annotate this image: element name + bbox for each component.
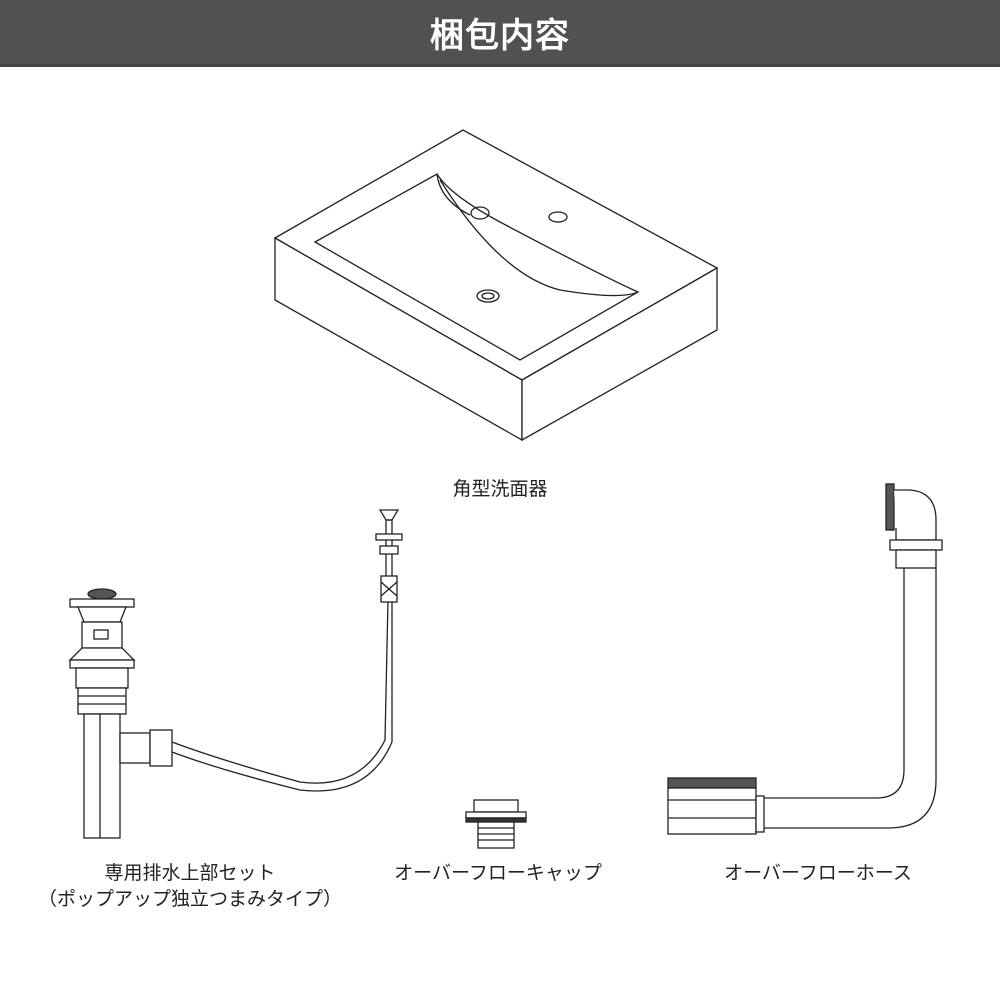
basin-illustration xyxy=(273,129,719,442)
page-title: 梱包内容 xyxy=(430,15,570,56)
overflow-hose-label: オーバーフローホース xyxy=(724,862,912,884)
overflow-hose-illustration xyxy=(667,483,943,835)
drain-set-name: 専用排水上部セット xyxy=(104,862,276,884)
overflow-cap-label: オーバーフローキャップ xyxy=(394,862,602,884)
basin-label: 角型洗面器 xyxy=(452,478,548,500)
overflow-cap-illustration xyxy=(465,799,527,849)
drain-set-label: 専用排水上部セット （ポップアップ独立つまみタイプ） xyxy=(20,860,360,912)
drain-set-illustration xyxy=(68,509,403,839)
drain-set-sublabel: （ポップアップ独立つまみタイプ） xyxy=(37,888,342,910)
header-bar: 梱包内容 xyxy=(0,0,1000,67)
